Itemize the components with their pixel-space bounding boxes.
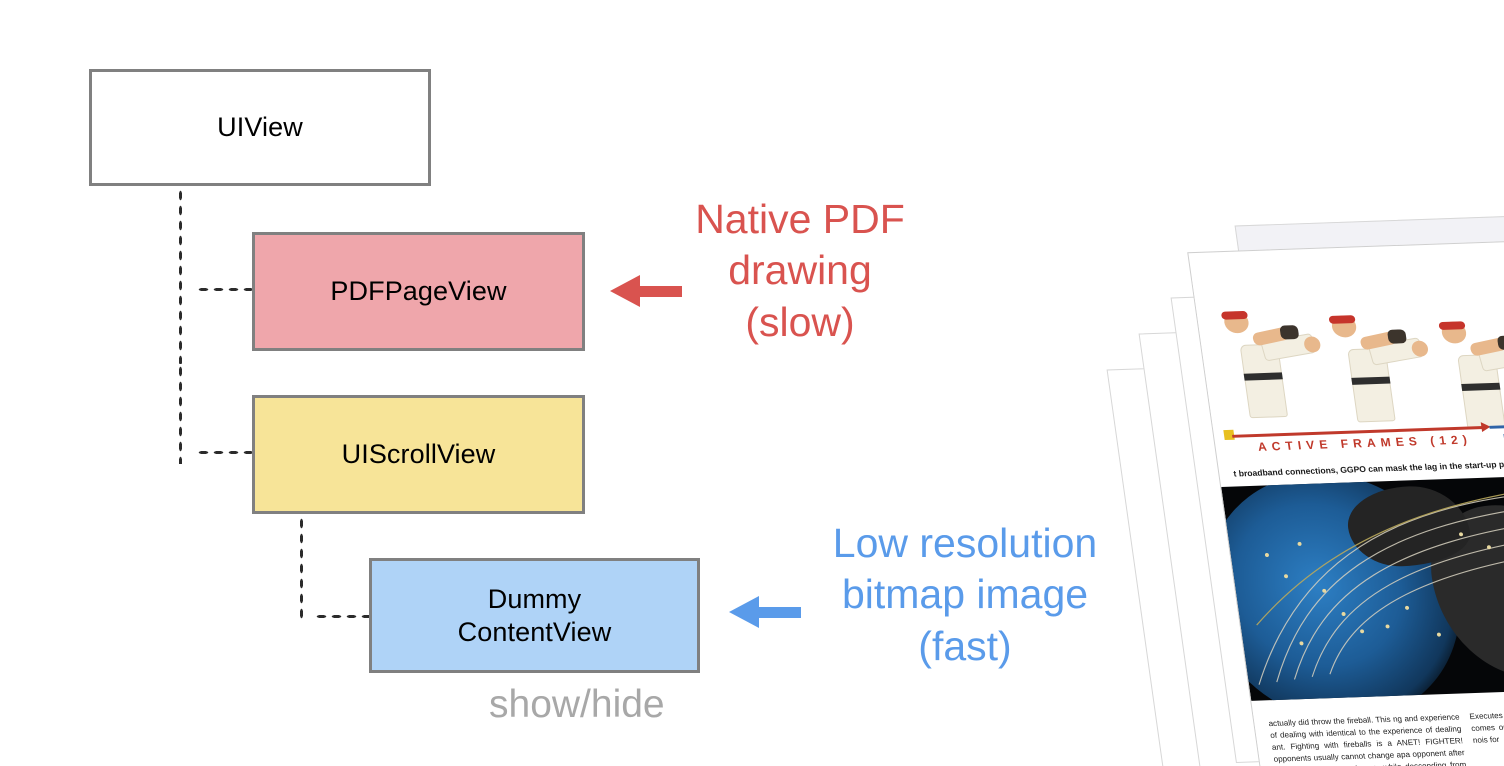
fighter-sprite bbox=[1219, 307, 1322, 419]
caption-show-hide: show/hide bbox=[489, 683, 665, 726]
node-uiscrollview[interactable]: UIScrollView bbox=[252, 395, 585, 514]
annotation-low-resolution-bitmap: Low resolution bitmap image (fast) bbox=[832, 520, 1098, 669]
arrow-head bbox=[610, 275, 640, 307]
network-arc-lines bbox=[1256, 477, 1504, 685]
left-arrow-icon-pdf bbox=[610, 275, 682, 308]
article-column: actually did throw the fireball. This ng… bbox=[1268, 712, 1476, 766]
globe-network-figure: FIGURE 5: A m GGPO net ta continental pl… bbox=[1221, 472, 1504, 701]
left-arrow-icon-bitmap bbox=[729, 596, 801, 629]
connector-uiview-trunk-upper bbox=[178, 188, 183, 364]
arrow-shaft bbox=[636, 286, 682, 297]
connector-uiview-trunk-lower bbox=[178, 364, 183, 464]
node-dummy-contentview-label: Dummy ContentView bbox=[457, 583, 612, 647]
node-uiview[interactable]: UIView bbox=[89, 69, 431, 186]
recovery-frames-bar bbox=[1489, 421, 1504, 429]
article-paragraph: Executes a move, his the controller inpu… bbox=[1468, 705, 1504, 745]
connector-to-uiscrollview bbox=[196, 450, 254, 455]
node-uiview-label: UIView bbox=[217, 112, 303, 143]
fighter-sprite-row bbox=[1191, 264, 1504, 429]
front-document-page: ACTIVE FRAMES (12) RECOVER t broadband c… bbox=[1187, 237, 1504, 766]
connector-uiscrollview-trunk bbox=[299, 516, 304, 620]
node-dummy-contentview[interactable]: Dummy ContentView bbox=[369, 558, 700, 673]
connector-to-dummycontentview bbox=[314, 614, 372, 619]
annotation-native-pdf-drawing: Native PDF drawing (slow) bbox=[695, 196, 905, 345]
node-pdfpageview-label: PDFPageView bbox=[330, 276, 507, 307]
node-uiscrollview-label: UIScrollView bbox=[341, 439, 496, 470]
article-columns: actually did throw the fireball. This ng… bbox=[1252, 694, 1504, 766]
document-page-stack: ACTIVE FRAMES (12) RECOVER t broadband c… bbox=[1106, 150, 1504, 766]
fighter-sprite bbox=[1326, 312, 1430, 424]
arrow-shaft bbox=[755, 607, 801, 618]
connector-to-pdfpageview bbox=[196, 287, 254, 292]
node-pdfpageview[interactable]: PDFPageView bbox=[252, 232, 585, 351]
arrow-head bbox=[729, 596, 759, 628]
article-paragraph: actually did throw the fireball. This ng… bbox=[1267, 712, 1467, 766]
article-column: Executes a move, his the controller inpu… bbox=[1469, 704, 1504, 766]
